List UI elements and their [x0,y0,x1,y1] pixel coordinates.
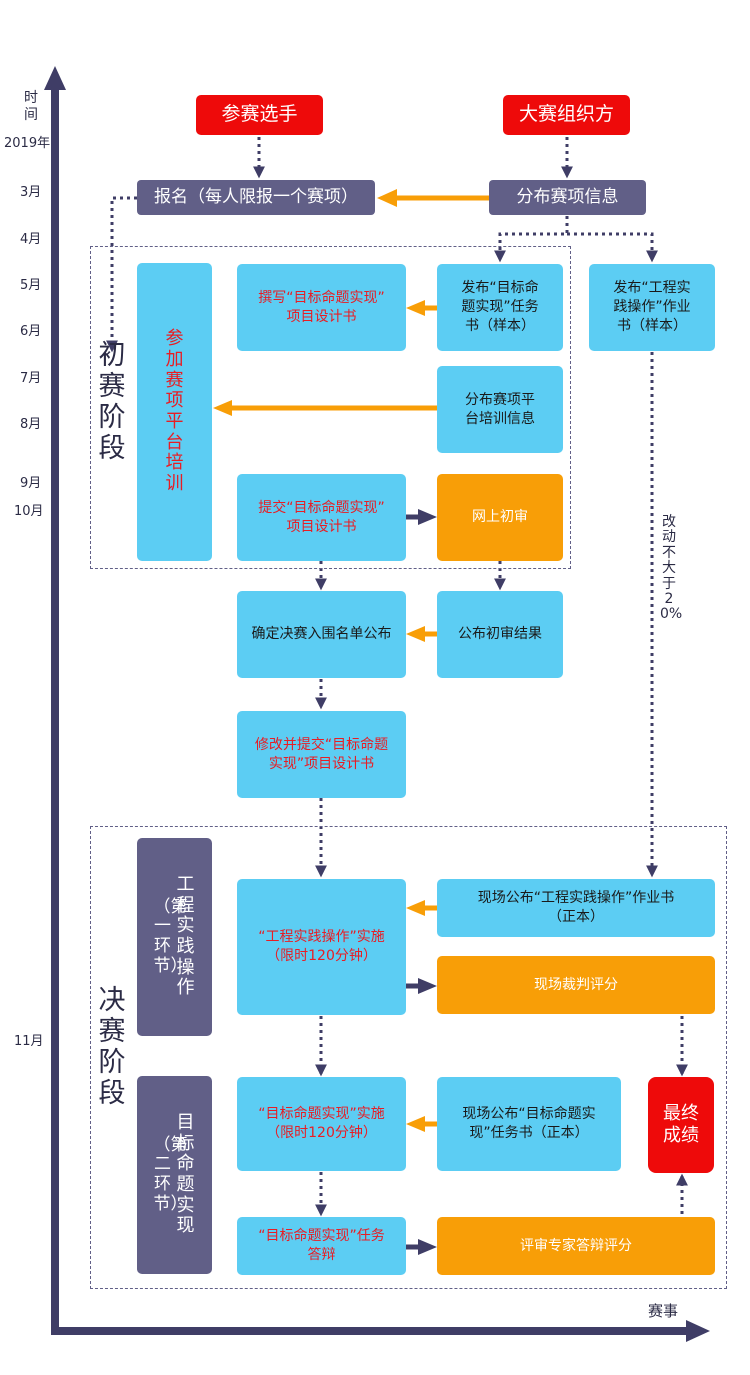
finalist-list-box: 确定决赛入围名单公布 [237,591,406,678]
publish-work-official-box: 现场公布“工程实践操作”作业书 （正本） [437,879,715,937]
arrow-register-stage [106,196,137,353]
publish-task-official-box: 现场公布“目标命题实 现”任务书（正本） [437,1077,621,1171]
section2-title-text: 目标命题实现 [176,1111,195,1237]
section2-box: （第二环节） 目标命题实现 [137,1076,212,1274]
month-label-11: 11月 [14,1034,44,1049]
platform-training-text: 参加赛项平台培训 [165,328,184,495]
register-box: 报名（每人限报一个赛项） [137,180,375,215]
publish-result-box: 公布初审结果 [437,591,563,678]
section2-sub-text: （第二环节） [153,1134,188,1214]
judge-score-box: 现场裁判评分 [437,956,715,1014]
section1-box: （第一环节） 工程实践操作 [137,838,212,1036]
section1-sub-text: （第一环节） [153,896,188,976]
final-stage-label: 决赛阶段 [98,985,126,1110]
publish-work-sample-box: 发布“工程实 践操作”作业 书（样本） [589,264,715,351]
final-score-text: 最终成绩 [663,1103,699,1146]
task-defense-box: “目标命题实现”任务 答辩 [237,1217,406,1275]
month-label-9: 9月 [20,476,42,491]
arrow-publish-work [567,232,658,263]
practice-exec-box: “工程实践操作”实施 （限时120分钟） [237,879,406,1015]
y-axis-title: 时 间 [24,90,38,123]
online-review-box: 网上初审 [437,474,563,561]
section1-title-text: 工程实践操作 [176,873,195,999]
preliminary-stage-frame [90,246,571,569]
platform-training-box: 参加赛项平台培训 [137,263,212,561]
target-exec-box: “目标命题实现”实施 （限时120分钟） [237,1077,406,1171]
expert-score-box: 评审专家答辩评分 [437,1217,715,1275]
x-axis [51,1320,710,1342]
final-stage-frame [90,826,727,1289]
month-label-4: 4月 [20,232,42,247]
participant-box: 参赛选手 [196,95,323,135]
month-label-8: 8月 [20,417,42,432]
y-axis [44,66,66,1335]
month-label-6: 6月 [20,324,42,339]
final-score-box: 最终成绩 [648,1077,714,1173]
arrow-publish-task [494,216,569,263]
year-label: 2019年 [4,136,51,151]
change-note-label: 改动不大于20% [660,514,683,623]
write-design-box: 撰写“目标命题实现” 项目设计书 [237,264,406,351]
month-label-7: 7月 [20,371,42,386]
revise-design-box: 修改并提交“目标命题 实现”项目设计书 [237,711,406,798]
publish-info-box: 分布赛项信息 [489,180,646,215]
publish-task-sample-box: 发布“目标命 题实现”任务 书（样本） [437,264,563,351]
organizer-box: 大赛组织方 [503,95,630,135]
preliminary-stage-label: 初赛阶段 [98,340,126,465]
month-label-10: 10月 [14,504,44,519]
month-label-3: 3月 [20,185,42,200]
submit-design-box: 提交“目标命题实现” 项目设计书 [237,474,406,561]
x-axis-title: 赛事 [648,1302,679,1320]
publish-training-info-box: 分布赛项平 台培训信息 [437,366,563,453]
month-label-5: 5月 [20,278,42,293]
